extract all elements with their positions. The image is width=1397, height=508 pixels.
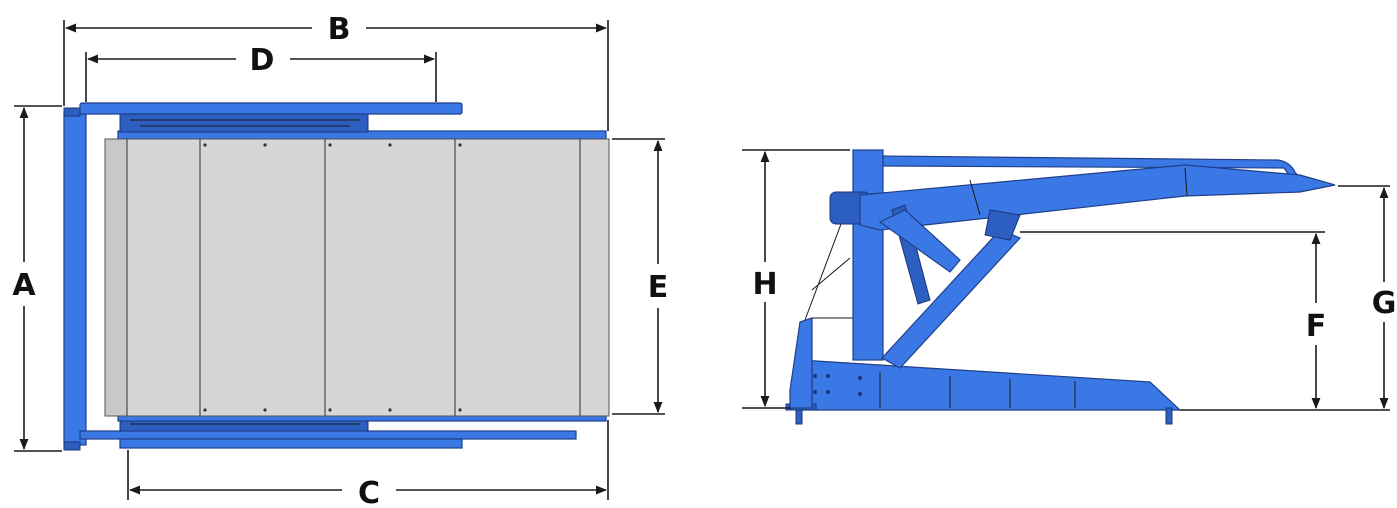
arm-joint <box>969 179 981 216</box>
cable <box>811 257 851 291</box>
foot <box>1165 407 1173 425</box>
side-view: H F G <box>742 149 1397 425</box>
label-g: G <box>1372 286 1397 321</box>
top-mechanism <box>119 113 369 133</box>
bottom-runway-rail <box>119 438 463 449</box>
dimension-b: B <box>63 12 609 131</box>
label-b: B <box>328 12 351 47</box>
label-e: E <box>648 270 669 305</box>
label-h: H <box>752 267 777 302</box>
rear-brace <box>789 317 813 409</box>
dimension-f: F <box>1020 231 1327 411</box>
post-cap-bottom <box>63 441 81 451</box>
ramp-bolts <box>813 374 862 396</box>
linkage-arm <box>878 209 961 273</box>
dimension-g: G <box>1325 185 1397 411</box>
deck-bolts <box>203 143 462 412</box>
bottom-arm-rail <box>79 430 577 440</box>
dimension-d: D <box>85 43 437 102</box>
dimension-c: C <box>127 420 609 508</box>
main-arm <box>859 164 1336 231</box>
support-strut <box>881 229 1022 369</box>
top-arm-rail <box>79 102 463 115</box>
cylinder-mount <box>984 209 1021 241</box>
label-d: D <box>250 43 275 78</box>
top-view: B D A E <box>12 12 668 508</box>
deck-edge-strip <box>104 138 128 417</box>
label-f: F <box>1306 309 1327 344</box>
base-ramp <box>799 359 1182 411</box>
label-c: C <box>358 476 380 508</box>
lift-deck <box>104 138 610 417</box>
main-column <box>852 149 884 361</box>
label-a: A <box>12 268 36 303</box>
post-cap-top <box>63 107 81 117</box>
dimension-a: A <box>12 105 62 452</box>
arm-joint <box>1184 167 1188 197</box>
dimension-e: E <box>612 138 669 415</box>
rear-crossbeam <box>63 112 87 446</box>
dimension-h: H <box>742 149 850 409</box>
